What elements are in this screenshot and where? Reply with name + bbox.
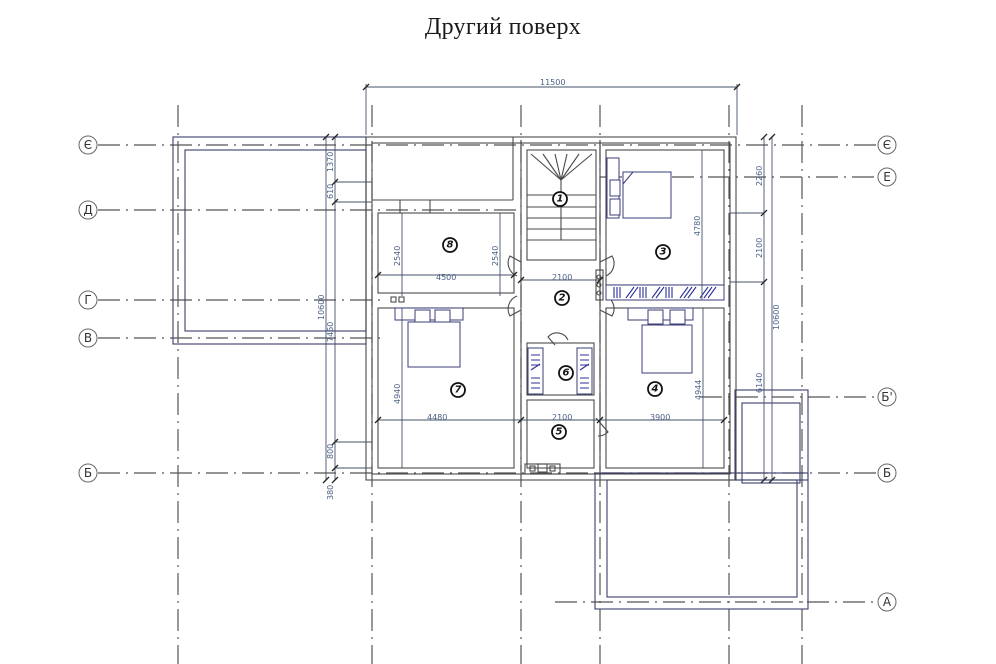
axis-label-left-4: Б (84, 466, 92, 480)
dim-room7-width: 4480 (427, 413, 447, 422)
axis-label-right-0: Є (883, 138, 891, 152)
terrace-left (172, 136, 367, 345)
dim-left-top1: 1370 (326, 152, 335, 172)
dim-overall-width: 11500 (540, 78, 565, 87)
axis-markers-right: Є Е Б' Б А (877, 135, 897, 612)
axis-label-right-3: Б (883, 466, 891, 480)
closets-room6 (527, 347, 593, 395)
furniture-bed-room3 (606, 157, 672, 219)
dim-room8-height-left: 2540 (393, 246, 402, 266)
dim-left-bottom2: 380 (326, 485, 335, 500)
page-title: Другий поверх (424, 14, 582, 40)
furniture-bed-room7 (394, 307, 464, 368)
dim-right-top: 2260 (755, 166, 764, 186)
wardrobe-room3 (605, 284, 725, 301)
vertical-grid-axes (177, 105, 803, 664)
dim-room4-width: 3900 (650, 413, 670, 422)
dim-hall-width-bottom: 2100 (552, 413, 572, 422)
main-walls (365, 136, 737, 481)
dim-room8-height-right: 2540 (491, 246, 500, 266)
dim-room3-height: 4780 (693, 216, 702, 236)
axis-label-left-3: В (84, 331, 92, 345)
axis-label-left-0: Є (84, 138, 92, 152)
terrace-bottom-right (594, 389, 809, 610)
dim-right-bottom: 6140 (755, 373, 764, 393)
furniture-bed-room4 (627, 307, 694, 374)
dimension-lines (322, 83, 776, 484)
room-1-label: 1 (557, 194, 564, 205)
axis-label-right-2: Б' (881, 390, 893, 404)
dim-left-sub: 7460 (326, 322, 335, 342)
dim-left-top2: 610 (326, 184, 335, 199)
room-7-label: 7 (455, 385, 462, 396)
dim-hall-width-top: 2100 (552, 273, 572, 282)
dim-room4-height: 4944 (694, 380, 703, 400)
dim-right-total: 10600 (772, 305, 781, 330)
room-5-label: 5 (556, 427, 563, 438)
axis-label-left-2: Г (84, 293, 91, 307)
dim-left-total: 10600 (317, 295, 326, 320)
dim-room8-width: 4500 (436, 273, 456, 282)
room-markers: 1 2 3 4 5 6 7 8 (442, 191, 671, 440)
axis-label-right-4: А (883, 595, 892, 609)
dim-left-bottom1: 800 (326, 444, 335, 459)
room-6-label: 6 (563, 368, 570, 379)
axis-label-left-1: Д (83, 203, 92, 217)
axis-label-right-1: Е (883, 170, 891, 184)
dim-right-mid: 2100 (755, 238, 764, 258)
room-8-label: 8 (447, 240, 454, 251)
dim-room7-height: 4940 (393, 384, 402, 404)
room-2-label: 2 (559, 293, 566, 304)
axis-markers-left: Є Д Г В Б (78, 135, 98, 483)
bathroom-fixtures (390, 269, 604, 473)
dimension-labels: 11500 10600 7460 1370 610 800 380 10600 … (317, 78, 781, 500)
room-4-label: 4 (651, 384, 659, 395)
doors (507, 255, 615, 437)
room-3-label: 3 (660, 247, 667, 258)
